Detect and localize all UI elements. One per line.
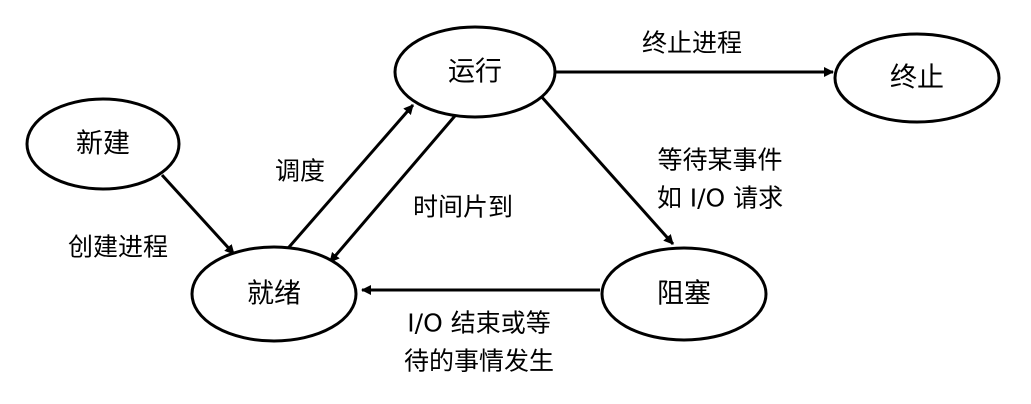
state-terminated-ellipse [833,32,1001,124]
edge-label-wake-line2: 待的事情发生 [404,347,554,376]
edge-label-wait-line1: 等待某事件 [657,146,782,175]
state-ready-ellipse [190,245,358,343]
edge-label-create: 创建进程 [68,233,168,262]
edge-running-to-ready [328,109,462,263]
state-terminated: 终止 [833,32,1001,124]
state-new-ellipse [25,97,181,191]
edge-label-wake-line1: I/O 结束或等 [407,309,550,338]
edges [160,67,834,295]
edge-label-timeout: 时间片到 [413,193,513,222]
state-blocked-ellipse [600,246,768,342]
edge-new-to-ready [160,173,236,256]
state-new-label: 新建 [76,129,130,160]
edge-ready-to-running [281,104,415,255]
edge-labels: 创建进程 调度 时间片到 终止进程 等待某事件 如 I/O 请求 I/O 结束或… [68,29,783,376]
edge-running-to-blocked [538,94,675,245]
state-running-ellipse [393,25,557,119]
state-new: 新建 [25,97,181,191]
state-running-label: 运行 [448,57,502,88]
state-terminated-label: 终止 [890,63,944,94]
state-blocked: 阻塞 [600,246,768,342]
state-blocked-label: 阻塞 [657,279,711,310]
state-running: 运行 [393,25,557,119]
edge-label-schedule: 调度 [275,157,325,186]
state-ready-label: 就绪 [247,279,301,310]
edge-label-wait-line2: 如 I/O 请求 [657,184,783,213]
state-ready: 就绪 [190,245,358,343]
edge-label-terminate: 终止进程 [642,29,742,58]
